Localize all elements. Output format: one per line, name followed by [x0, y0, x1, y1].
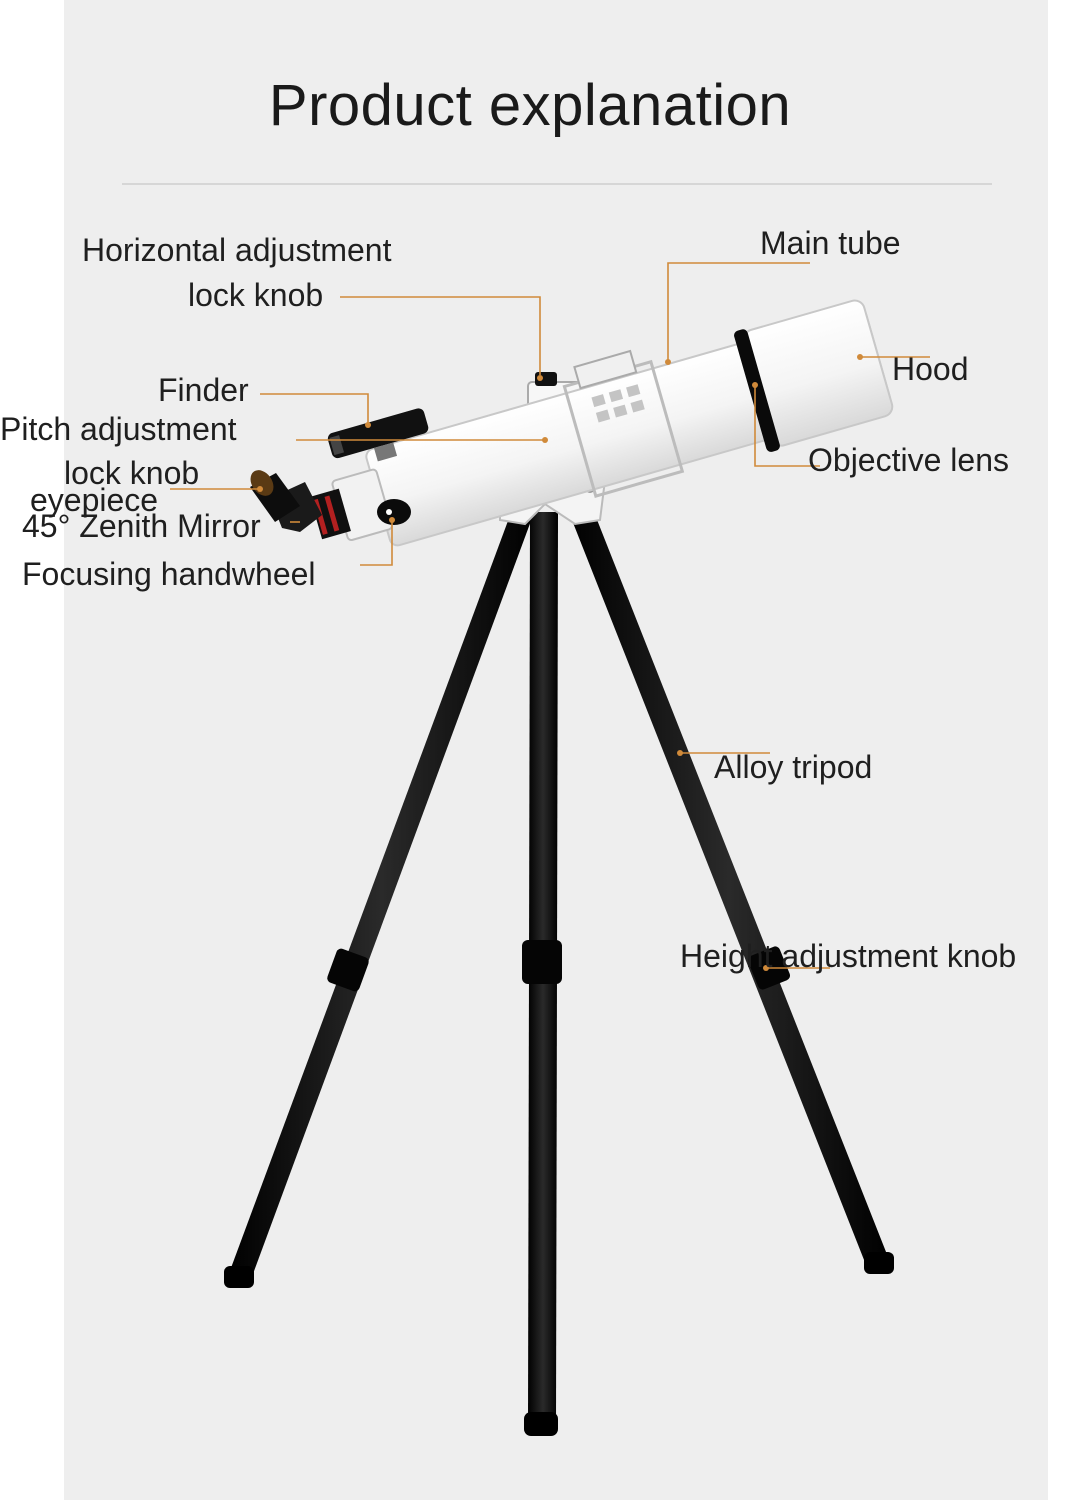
foot-center [524, 1412, 558, 1436]
label-pitch-lock-line2: lock knob [64, 455, 200, 491]
page-title: Product explanation [268, 73, 792, 138]
hood-ring [734, 329, 780, 452]
label-finder: Finder [158, 372, 249, 408]
leg-clamp-center [522, 940, 562, 984]
label-alloy-tripod: Alloy tripod [714, 749, 873, 785]
label-focusing-handwheel: Focusing handwheel [22, 556, 316, 592]
label-eyepiece: eyepiece [30, 482, 159, 518]
label-horizontal-lock-line1: Horizontal adjustment [82, 232, 392, 268]
foot-right [864, 1252, 894, 1274]
tripod-leg-right [568, 502, 890, 1270]
label-main-tube: Main tube [760, 225, 901, 261]
label-horizontal-lock-line2: lock knob [188, 277, 324, 313]
leader-main-tube [667, 262, 810, 360]
leader-objective-lens [754, 385, 820, 467]
leader-horizontal-lock [340, 296, 541, 375]
focusing-handwheel [377, 499, 411, 525]
title-divider [122, 183, 992, 185]
label-height-knob: Height adjustment knob [680, 938, 1017, 974]
label-objective-lens: Objective lens [808, 442, 1009, 478]
leader-finder [260, 393, 369, 425]
label-hood: Hood [892, 351, 969, 387]
label-pitch-lock-line1: Pitch adjustment [0, 411, 237, 447]
leader-lines [170, 262, 930, 969]
leg-clamp-left [327, 948, 369, 992]
tripod-legs [224, 502, 894, 1436]
main-tube [309, 299, 894, 547]
zenith-mirror [250, 470, 322, 532]
leader-dots [257, 354, 863, 971]
tripod-leg-left [228, 502, 535, 1282]
leader-focusing-handwheel [360, 520, 393, 566]
foot-left [224, 1266, 254, 1288]
label-zenith-mirror: 45° Zenith Mirror [22, 508, 261, 544]
